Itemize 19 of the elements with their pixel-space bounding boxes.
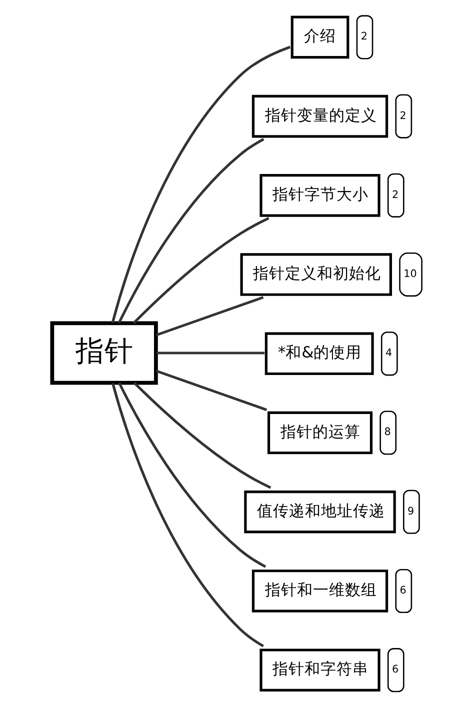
connector (132, 217, 270, 324)
connector (156, 352, 264, 354)
node-label: 9 (408, 505, 414, 518)
node-label: 2 (400, 110, 406, 122)
node-label: 2 (360, 30, 368, 43)
node-label: 8 (384, 426, 391, 438)
node-label: 2 (392, 188, 399, 201)
connector (156, 296, 264, 336)
node-label: 6 (400, 584, 406, 596)
connector (118, 382, 266, 568)
connector (118, 138, 264, 324)
node-label: 4 (386, 347, 392, 360)
connector (111, 46, 291, 324)
node-box: 指针 (50, 321, 158, 385)
node-label: 10 (404, 268, 417, 280)
connector (112, 382, 264, 648)
connector (133, 382, 272, 489)
connector (156, 370, 268, 412)
node-label: 6 (392, 664, 399, 676)
